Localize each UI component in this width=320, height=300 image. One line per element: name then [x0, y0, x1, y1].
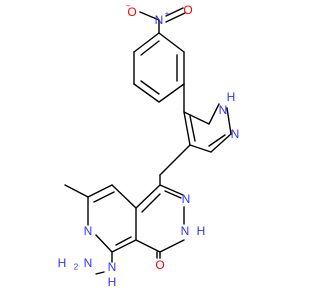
bond [164, 190, 182, 199]
pyridopyridazinone-core [64, 174, 185, 275]
bond [64, 184, 89, 198]
hydrazine-h-label: H [108, 275, 117, 289]
molecule-svg: O − N + O H N N N N H N N H H 2 N O [58, 2, 240, 290]
bond [226, 107, 232, 135]
bond [133, 83, 160, 103]
bond [158, 32, 185, 53]
bond [208, 103, 220, 125]
nitro-o-minus-label: O [127, 5, 136, 19]
nitro-n-plus-charge: + [165, 10, 170, 19]
bond [95, 234, 113, 253]
bond [165, 12, 186, 23]
bond [159, 159, 176, 176]
atom-labels: O − N + O H N N N N H N N H H 2 N O [58, 2, 240, 290]
bond [111, 239, 137, 253]
bond [189, 144, 212, 153]
bond [183, 111, 191, 146]
bond [140, 40, 160, 56]
bond [135, 184, 161, 209]
nitro-o-label: O [183, 3, 192, 17]
bond [210, 133, 232, 153]
bond [87, 184, 113, 198]
ring-n2-label: N [181, 224, 190, 238]
bond [95, 271, 105, 275]
bond [174, 144, 191, 161]
hydrazine-nh2-h-label: H [58, 256, 67, 270]
hydrazine-nh2-n-label: N [84, 256, 93, 270]
molecule-structure-diagram: O − N + O H N N N N H N N H H 2 N O [58, 2, 240, 290]
nitro-n-plus-label: N [155, 13, 164, 27]
bond [165, 7, 184, 17]
bond [133, 32, 160, 53]
bond [111, 184, 137, 209]
nitro-o-minus-charge: − [126, 2, 131, 11]
bond [159, 184, 184, 196]
pyrazole-nh-n-label: N [219, 103, 228, 117]
bond [115, 236, 132, 246]
hydrazine-n-label: N [108, 260, 117, 274]
bond [141, 193, 161, 213]
pyrazole-ring [183, 103, 232, 153]
bond [93, 191, 115, 203]
pyrazole-nh-h-label: H [227, 90, 236, 104]
ring-nh-h-label: H [197, 224, 206, 238]
bond [140, 80, 160, 95]
ring-n1-label: N [182, 192, 191, 206]
bond [135, 239, 161, 253]
bond [139, 11, 160, 21]
pyrazole-n-label: N [231, 127, 240, 141]
benzene-ring [133, 32, 185, 103]
bond [159, 239, 185, 253]
hydrazine-nh2-sub: 2 [74, 263, 79, 272]
bond [208, 134, 226, 147]
bond [183, 111, 210, 125]
carbonyl-o-label: O [155, 258, 164, 272]
nitro-group [139, 7, 186, 34]
bond [158, 83, 185, 103]
bond [189, 115, 196, 142]
pyridine-n-label: N [84, 224, 93, 238]
